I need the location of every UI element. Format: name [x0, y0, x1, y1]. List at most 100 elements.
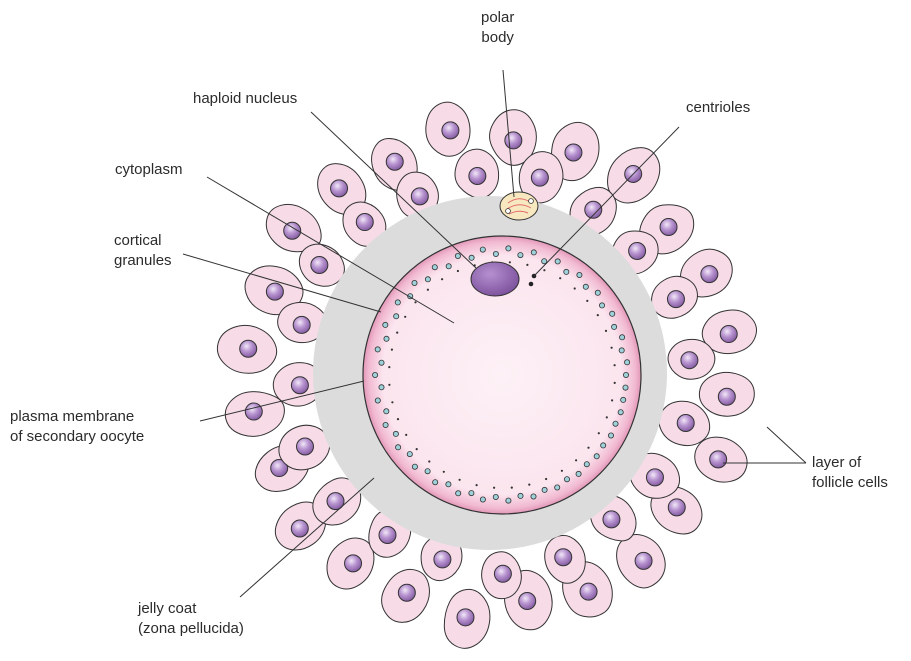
cortical-granule [493, 251, 498, 256]
cortical-granule [373, 372, 378, 377]
cortical-granule [518, 493, 523, 498]
cortical-granule [432, 265, 437, 270]
cortical-granule [531, 250, 536, 255]
cortical-dot [606, 416, 608, 418]
cortical-granule [595, 290, 600, 295]
cortical-dot [587, 447, 589, 449]
follicle-cell-nucleus [240, 340, 257, 357]
cortical-dot [528, 484, 530, 486]
follicle-cell-nucleus [660, 219, 677, 236]
cortical-granule [407, 452, 412, 457]
cortical-granule [518, 253, 523, 258]
follicle-cell-nucleus [667, 291, 684, 308]
cortical-granule [375, 398, 380, 403]
follicle-cell [617, 534, 666, 588]
cortical-granule [610, 311, 615, 316]
cortical-granule [583, 284, 588, 289]
follicle-cell-nucleus [720, 326, 737, 343]
follicle-cell [217, 325, 276, 373]
cortical-granule [612, 324, 617, 329]
cortical-granule [394, 314, 399, 319]
haploid-nucleus-label: haploid nucleus [193, 89, 297, 109]
cortical-dot [476, 484, 478, 486]
cortical-granule [480, 247, 485, 252]
cortical-granule [608, 433, 613, 438]
cortical-granule [601, 443, 606, 448]
cortical-granule [456, 491, 461, 496]
cortical-dot [388, 384, 390, 386]
follicle-cell [327, 538, 374, 589]
cortical-granule [576, 471, 581, 476]
cortical-dot [586, 300, 588, 302]
cortical-granule [379, 385, 384, 390]
follicle-cell-nucleus [434, 551, 451, 568]
cortical-dot [509, 261, 511, 263]
follicle-cell-nucleus [293, 316, 310, 333]
follicle-cell [444, 589, 490, 648]
cortical-granule [493, 494, 498, 499]
cortical-dot [414, 301, 416, 303]
follicle-cell [299, 244, 344, 286]
cortical-dot [416, 448, 418, 450]
cortical-granule [621, 397, 626, 402]
cytoplasm-label: cytoplasm [115, 160, 183, 180]
cortical-dot [597, 314, 599, 316]
follicle-cell-nucleus [603, 511, 620, 528]
follicle-cell [279, 425, 330, 470]
cortical-granule [594, 454, 599, 459]
cortical-granule [375, 347, 380, 352]
cortical-dot [574, 287, 576, 289]
cortical-granule [506, 246, 511, 251]
follicle-cell-nucleus [635, 552, 652, 569]
cortical-granule [531, 494, 536, 499]
follicle-cell-nucleus [531, 169, 548, 186]
cortical-granule [619, 348, 624, 353]
cortical-dot [611, 399, 613, 401]
cortical-granule [383, 322, 388, 327]
follicle-cell-nucleus [266, 283, 283, 300]
cortical-dot [391, 349, 393, 351]
follicle-cell-nucleus [519, 592, 536, 609]
cortical-granule [446, 264, 451, 269]
cortical-granule [433, 480, 438, 485]
cortical-dot [598, 432, 600, 434]
cortical-granule [577, 272, 582, 277]
cortical-dot [543, 269, 545, 271]
cortical-dot [405, 434, 407, 436]
cortical-granule [469, 491, 474, 496]
cortical-dot [441, 278, 443, 280]
cortical-granule [469, 255, 474, 260]
follicle-cell-nucleus [291, 520, 308, 537]
jelly-coat-label: jelly coat(zona pellucida) [138, 599, 244, 639]
follicle-cell-nucleus [442, 122, 459, 139]
follicle-cell [426, 102, 470, 156]
follicle-cell-nucleus [291, 377, 308, 394]
cortical-granule [412, 280, 417, 285]
cortical-granule [613, 421, 618, 426]
cortical-granule [384, 409, 389, 414]
cortical-granule [623, 372, 628, 377]
cortical-granule [425, 469, 430, 474]
cortical-dot [605, 330, 607, 332]
haploid-nucleus [471, 262, 519, 296]
cortical-granule [542, 487, 547, 492]
cortical-dot [614, 364, 616, 366]
cortical-granule [618, 410, 623, 415]
follicle-cell-nucleus [245, 403, 262, 420]
cortical-granule [506, 498, 511, 503]
cortical-dot [397, 418, 399, 420]
follicle-cell-nucleus [565, 144, 582, 161]
cortical-dot [559, 277, 561, 279]
follicle-cell-nucleus [701, 266, 718, 283]
cortical-granule [383, 422, 388, 427]
cortical-dot [404, 316, 406, 318]
cortical-granule [412, 464, 417, 469]
cortical-granule [395, 300, 400, 305]
follicle-cell-nucleus [457, 609, 474, 626]
cortical-dot [443, 471, 445, 473]
follicle-cell-nucleus [580, 583, 597, 600]
follicle-cell [455, 149, 499, 198]
follicle-cell-nucleus [646, 469, 663, 486]
